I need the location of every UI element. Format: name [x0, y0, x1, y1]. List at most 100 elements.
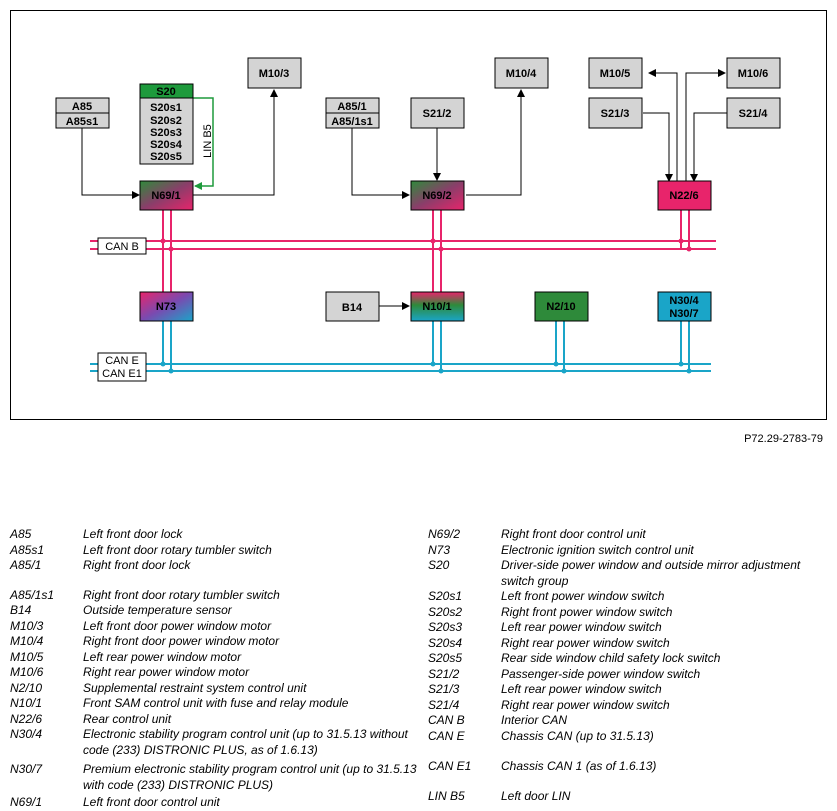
- legend-row: M10/5 Left rear power window motor: [10, 650, 420, 666]
- legend-desc: Chassis CAN (up to 31.5.13): [501, 728, 654, 743]
- box-a85: A85 A85s1: [55, 97, 110, 129]
- legend-code: N22/6: [10, 711, 43, 726]
- label-n73: N73: [156, 301, 176, 313]
- label-n30-7: N30/7: [669, 308, 698, 320]
- legend-code: N69/1: [10, 795, 43, 809]
- legend-row: CAN E Chassis CAN (up to 31.5.13): [428, 729, 828, 745]
- label-a85-1: A85/1: [337, 101, 366, 113]
- legend-desc: Passenger-side power window switch: [501, 666, 701, 681]
- legend-desc: Outside temperature sensor: [83, 603, 232, 617]
- legend-code: S21/2: [428, 666, 460, 681]
- label-m10-4: M10/4: [506, 68, 537, 80]
- legend-row: B14 Outside temperature sensor: [10, 603, 420, 619]
- label-n69-1: N69/1: [151, 190, 180, 202]
- can-b-bus: [90, 240, 716, 250]
- box-n69-2: N69/2: [410, 180, 465, 211]
- legend-code: S20: [428, 558, 450, 572]
- legend-code: S20s1: [428, 589, 463, 603]
- can-b-tag: CAN B: [97, 237, 147, 255]
- label-n2-10: N2/10: [546, 301, 575, 313]
- legend-desc: Left rear power window motor: [83, 649, 242, 664]
- legend-code: N30/7: [10, 762, 43, 776]
- legend-code: N73: [428, 542, 451, 557]
- lin-b5-line: [193, 97, 214, 190]
- box-m10-4: M10/4: [494, 57, 549, 89]
- legend-desc: Left front door power window motor: [83, 618, 272, 633]
- legend-desc: Driver-side power window and outside mir…: [501, 558, 801, 588]
- legend-desc: Electronic stability program control uni…: [83, 727, 408, 757]
- legend-code: N10/1: [10, 696, 43, 710]
- legend-code: S21/4: [428, 697, 460, 712]
- label-can-e1: CAN E1: [102, 368, 142, 380]
- legend-code: S20s5: [428, 651, 463, 665]
- legend-row: N69/2 Right front door control unit: [428, 527, 828, 543]
- box-n10-1: N10/1: [410, 291, 465, 322]
- can-b-nodes: [160, 238, 692, 252]
- legend-desc: Electronic ignition switch control unit: [501, 542, 694, 557]
- legend-desc: Left rear power window switch: [501, 682, 662, 696]
- legend-code: M10/4: [10, 634, 44, 648]
- legend-code: A85s1: [10, 542, 45, 557]
- legend-code: S20s4: [428, 635, 463, 650]
- legend-desc: Supplemental restraint system control un…: [83, 680, 307, 695]
- legend-code: CAN E: [428, 728, 465, 743]
- legend-desc: Right front door control unit: [501, 527, 646, 541]
- legend-row: N73 Electronic ignition switch control un…: [428, 543, 828, 559]
- legend-code: N69/2: [428, 527, 461, 541]
- wiring-diagram: LIN B5 A85 A85s1 S20 S20s1 S20s2 S20s3 S…: [55, 57, 781, 382]
- box-m10-3: M10/3: [247, 57, 302, 89]
- can-b-drops: [162, 210, 690, 292]
- box-s21-4: S21/4: [726, 97, 781, 129]
- box-a85-1: A85/1 A85/1s1: [325, 97, 380, 129]
- label-can-e: CAN E: [105, 355, 139, 367]
- legend-row: S20 Driver-side power window and outside …: [428, 558, 828, 589]
- legend-desc: Left front power window switch: [501, 589, 665, 603]
- label-s20s4: S20s4: [150, 139, 183, 151]
- label-s20s5: S20s5: [150, 151, 182, 163]
- can-e-drops: [162, 321, 690, 371]
- label-can-b: CAN B: [105, 241, 139, 253]
- label-s20s1: S20s1: [150, 102, 182, 114]
- legend-code: M10/5: [10, 649, 44, 664]
- legend-desc: Left front door lock: [83, 527, 183, 541]
- label-n30-4: N30/4: [669, 295, 699, 307]
- label-s21-2: S21/2: [423, 108, 452, 120]
- box-n2-10: N2/10: [534, 291, 589, 322]
- label-s20: S20: [156, 86, 176, 98]
- box-s21-3: S21/3: [588, 97, 643, 129]
- label-s20s2: S20s2: [150, 115, 182, 127]
- legend-code: S20s2: [428, 604, 463, 619]
- legend-code: N2/10: [10, 680, 43, 695]
- legend-right: N69/2 Right front door control unit N73 El…: [428, 527, 828, 804]
- legend-row: S21/2 Passenger-side power window switch: [428, 667, 828, 683]
- legend-desc: Right rear power window motor: [83, 665, 250, 679]
- label-n10-1: N10/1: [422, 301, 451, 313]
- lin-b5-label: LIN B5: [202, 124, 214, 158]
- box-n69-1: N69/1: [139, 180, 194, 211]
- legend-code: B14: [10, 603, 32, 617]
- label-m10-3: M10/3: [259, 68, 290, 80]
- legend-desc: Chassis CAN 1 (as of 1.6.13): [501, 759, 657, 773]
- can-e-tag: CAN E CAN E1: [97, 352, 147, 382]
- label-n22-6: N22/6: [669, 190, 698, 202]
- legend-desc: Left rear power window switch: [501, 620, 662, 634]
- diagram-frame: [10, 10, 827, 420]
- legend-desc: Left door LIN: [501, 788, 571, 803]
- label-n69-2: N69/2: [422, 190, 451, 202]
- box-b14: B14: [325, 291, 380, 322]
- label-a85: A85: [72, 101, 92, 113]
